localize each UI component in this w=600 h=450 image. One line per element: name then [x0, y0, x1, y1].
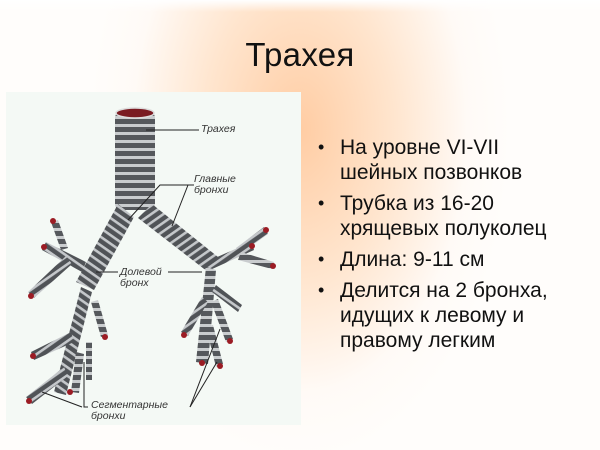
bullet-text: идущих к левому и: [340, 304, 525, 327]
label-lobar-bronchus-line1: Долевой: [120, 266, 162, 278]
bullet-text: На уровне VI-VII: [340, 136, 500, 159]
label-main-bronchi: Главные бронхи: [194, 174, 236, 196]
bronchial-tree-illustration: [26, 107, 276, 408]
bullet-item: • Делится на 2 бронха, идущих к левому и…: [308, 278, 598, 353]
trachea-shape: [115, 112, 155, 210]
bullet-list: • На уровне VI-VII шейных позвонков • Тр…: [308, 135, 598, 359]
label-lobar-bronchus: Долевой бронх: [120, 267, 162, 289]
bullet-text: шейных позвонков: [340, 161, 523, 184]
label-segmental-bronchi: Сегментарные бронхи: [91, 400, 168, 422]
bullet-dot-icon: •: [318, 280, 325, 300]
label-main-bronchi-line2: бронхи: [194, 184, 229, 196]
bullet-text: хрящевых полуколец: [340, 217, 547, 240]
bullet-dot-icon: •: [318, 193, 325, 213]
slide-title: Трахея: [245, 36, 355, 73]
bullet-dot-icon: •: [318, 137, 325, 157]
label-main-bronchi-line1: Главные: [194, 173, 236, 185]
bullet-text: правому легким: [340, 329, 496, 352]
label-lobar-bronchus-line2: бронх: [120, 277, 149, 289]
label-segmental-bronchi-line2: бронхи: [91, 410, 126, 422]
label-segmental-bronchi-line1: Сегментарные: [91, 399, 168, 411]
label-trachea: Трахея: [201, 123, 236, 135]
bullet-text: Делится на 2 бронха,: [340, 279, 548, 302]
bullet-item: • Трубка из 16-20 хрящевых полуколец: [308, 191, 598, 241]
top-strip: [0, 0, 600, 12]
bullet-dot-icon: •: [318, 249, 325, 269]
trachea-diagram: Трахея Главные бронхи Долевой бронх Сегм…: [6, 92, 301, 425]
bullet-item: • На уровне VI-VII шейных позвонков: [308, 135, 598, 185]
bullet-text: Трубка из 16-20: [340, 192, 494, 215]
bullet-text: Длина: 9-11 см: [340, 248, 485, 271]
bullet-item: • Длина: 9-11 см: [308, 247, 598, 272]
